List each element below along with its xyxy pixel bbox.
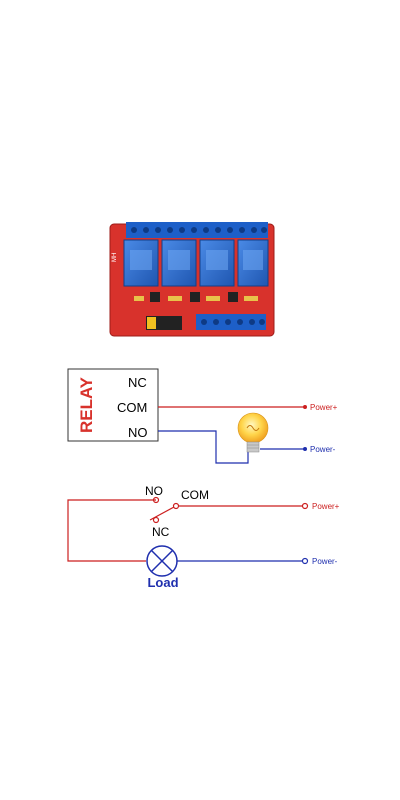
load-label: Load [147, 575, 178, 590]
relay-title: RELAY [77, 376, 96, 433]
pin-no-label: NO [128, 425, 148, 440]
pin-com-label: COM [117, 400, 147, 415]
nc-label: NC [152, 525, 170, 539]
no-label: NO [145, 484, 163, 498]
com-contact [172, 502, 180, 510]
jumper-header [146, 316, 182, 330]
relay-box: RELAY NC COM NO [67, 368, 159, 442]
relay-module-board: MH [109, 222, 275, 337]
com-label: COM [181, 488, 209, 502]
relay-1 [123, 239, 159, 287]
power-plus-label-2: Power+ [312, 502, 340, 511]
board-brand: MH [112, 253, 118, 262]
no-wire: Power- [158, 430, 336, 464]
switch-diagram: Power+ NO COM NC Load Power- [67, 484, 340, 590]
light-bulb-icon [237, 412, 269, 453]
com-wire: Power+ [158, 403, 338, 412]
input-terminal [196, 314, 266, 330]
pin-nc-label: NC [128, 375, 147, 390]
nc-contact [152, 516, 160, 524]
switch-arm [149, 506, 175, 521]
relay-3 [199, 239, 235, 287]
top-terminal-blocks [126, 222, 268, 238]
power-plus-label-1: Power+ [310, 403, 338, 412]
board-components [134, 292, 258, 302]
no-contact [152, 496, 160, 504]
power-minus-label-1: Power- [310, 445, 336, 454]
relay-4 [237, 239, 269, 287]
relay-2 [161, 239, 197, 287]
power-minus-label-2: Power- [312, 557, 338, 566]
load-lamp-icon [146, 545, 178, 577]
